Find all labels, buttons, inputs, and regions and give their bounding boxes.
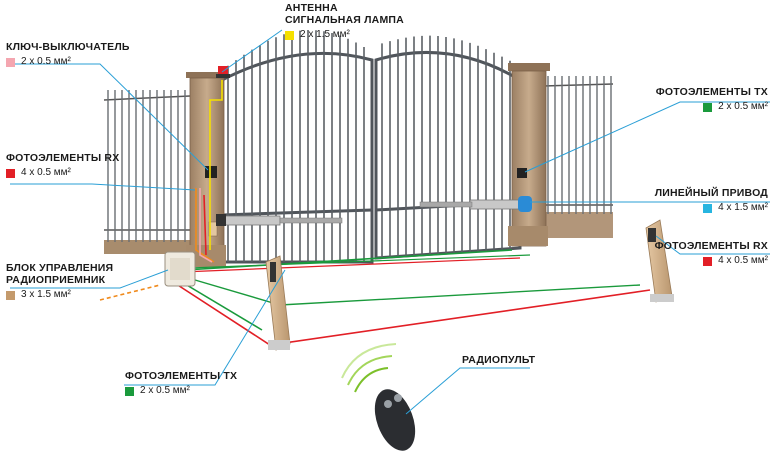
label-linear-drive-title: ЛИНЕЙНЫЙ ПРИВОД xyxy=(654,187,768,199)
photocell-post-rx xyxy=(645,219,674,303)
label-antenna-title-1: АНТЕННА xyxy=(285,2,338,14)
label-photo-tx-bottom-title: ФОТОЭЛЕМЕНТЫ TX xyxy=(125,370,238,382)
label-key-switch: КЛЮЧ-ВЫКЛЮЧАТЕЛЬ 2 x 0.5 мм² xyxy=(6,41,130,68)
photocell-post-tx xyxy=(265,255,291,351)
swatch-photo-tx-right xyxy=(703,102,713,112)
label-photo-tx-right: ФОТОЭЛЕМЕНТЫ TX 2 x 0.5 мм² xyxy=(656,86,768,113)
label-antenna-title-2: СИГНАЛЬНАЯ ЛАМПА xyxy=(285,14,404,26)
label-antenna: АНТЕННА СИГНАЛЬНАЯ ЛАМПА 2 x 1.5 мм² xyxy=(285,2,404,41)
remote-control xyxy=(341,343,416,451)
label-linear-drive: ЛИНЕЙНЫЙ ПРИВОД 4 x 1.5 мм² xyxy=(655,187,768,214)
swatch-antenna xyxy=(285,30,294,40)
linear-actuator-right xyxy=(419,196,532,212)
swatch-key-switch xyxy=(6,57,15,67)
label-photo-rx-right-spec: 4 x 0.5 мм² xyxy=(718,255,768,266)
label-key-switch-title: КЛЮЧ-ВЫКЛЮЧАТЕЛЬ xyxy=(6,41,130,53)
label-remote-title: РАДИОПУЛЬТ xyxy=(462,354,536,366)
label-key-switch-spec: 2 x 0.5 мм² xyxy=(21,56,71,67)
label-photo-rx-left-spec: 4 x 0.5 мм² xyxy=(21,167,71,178)
right-fence xyxy=(542,76,614,238)
label-photo-rx-left: ФОТОЭЛЕМЕНТЫ RX 4 x 0.5 мм² xyxy=(6,152,119,179)
swatch-photo-rx-left xyxy=(6,168,15,178)
swatch-photo-rx-right xyxy=(703,256,713,266)
signal-lamp xyxy=(216,66,230,78)
label-photo-rx-left-title: ФОТОЭЛЕМЕНТЫ RX xyxy=(6,152,120,164)
label-photo-tx-right-spec: 2 x 0.5 мм² xyxy=(718,101,768,112)
swing-gate xyxy=(220,30,522,264)
label-control-unit-title-1: БЛОК УПРАВЛЕНИЯ xyxy=(6,262,114,274)
leader-lines xyxy=(10,29,770,415)
label-photo-tx-right-title: ФОТОЭЛЕМЕНТЫ TX xyxy=(655,86,768,98)
label-control-unit-title-2: РАДИОПРИЕМНИК xyxy=(6,274,106,286)
left-fence xyxy=(103,90,191,254)
label-control-unit-spec: 3 x 1.5 мм² xyxy=(21,289,71,300)
label-control-unit: БЛОК УПРАВЛЕНИЯ РАДИОПРИЕМНИК 3 x 1.5 мм… xyxy=(6,262,113,301)
right-pillar xyxy=(508,63,550,247)
swatch-control-unit xyxy=(6,290,15,300)
label-photo-tx-bottom-spec: 2 x 0.5 мм² xyxy=(140,385,190,396)
label-linear-drive-spec: 4 x 1.5 мм² xyxy=(718,202,768,213)
label-remote: РАДИОПУЛЬТ xyxy=(462,354,535,366)
label-antenna-spec: 2 x 1.5 мм² xyxy=(300,29,350,40)
control-box xyxy=(164,251,196,287)
linear-actuator-left xyxy=(216,214,343,226)
swatch-photo-tx-bottom xyxy=(125,386,134,396)
swatch-linear-drive xyxy=(703,203,713,213)
label-photo-rx-right: ФОТОЭЛЕМЕНТЫ RX 4 x 0.5 мм² xyxy=(655,240,768,267)
label-photo-tx-bottom: ФОТОЭЛЕМЕНТЫ TX 2 x 0.5 мм² xyxy=(125,370,237,397)
label-photo-rx-right-title: ФОТОЭЛЕМЕНТЫ RX xyxy=(654,240,768,252)
